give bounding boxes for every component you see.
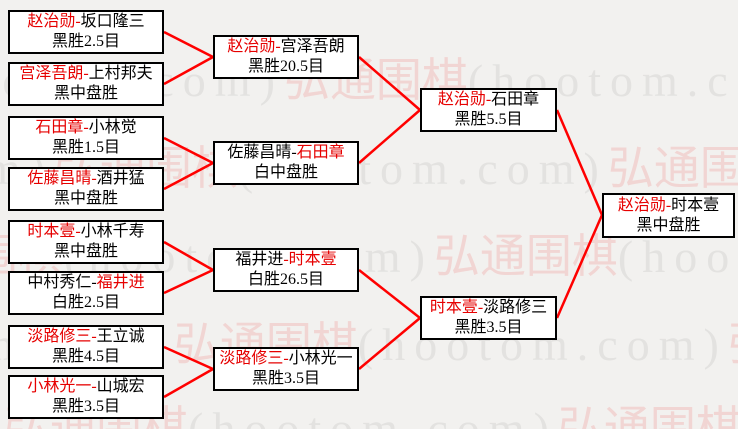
- watermark-text: 弘通围棋: [728, 319, 738, 370]
- player-name: 山城宏: [96, 378, 145, 395]
- match-result: 黑胜4.5目: [51, 348, 120, 365]
- player-name: 佐藤昌晴: [27, 170, 92, 187]
- match-box-r1-4: 佐藤昌晴-酒井猛 黑中盘胜: [8, 167, 164, 211]
- match-box-r2-1: 赵治勋-宫泽吾朗 黑胜20.5目: [213, 35, 359, 79]
- player-name: 赵治勋: [227, 38, 276, 55]
- match-box-r1-6: 中村秀仁-福井进 白胜2.5目: [8, 271, 164, 315]
- player-name: 小林千寿: [80, 223, 145, 240]
- match-players: 淡路修三-王立诚: [27, 327, 144, 347]
- match-result: 黑胜1.5目: [51, 139, 120, 156]
- match-box-r1-2: 宫泽吾朗-上村邦夫 黑中盘胜: [8, 62, 164, 106]
- match-result: 黑胜3.5目: [454, 319, 523, 336]
- player-name: 宫泽吾朗: [280, 38, 345, 55]
- match-players: 时本壹-小林千寿: [27, 222, 144, 242]
- match-players: 赵治勋-坂口隆三: [27, 12, 144, 32]
- match-result: 白胜2.5目: [51, 294, 120, 311]
- player-name: 坂口隆三: [80, 13, 145, 30]
- player-name: 时本壹: [671, 196, 720, 214]
- separator: -: [91, 274, 97, 291]
- match-players: 赵治勋-宫泽吾朗: [227, 37, 344, 57]
- player-name: 佐藤昌晴: [227, 144, 292, 161]
- separator: -: [477, 299, 484, 316]
- separator: -: [283, 251, 289, 268]
- match-result: 黑胜3.5目: [51, 398, 120, 415]
- match-box-final: 赵治勋-时本壹 黑中盘胜: [602, 193, 735, 238]
- match-players: 时本壹-淡路修三: [430, 298, 547, 318]
- match-box-sf-2: 时本壹-淡路修三 黑胜3.5目: [420, 296, 557, 340]
- player-name: 赵治勋: [617, 196, 666, 214]
- match-result: 黑胜3.5目: [251, 370, 320, 387]
- separator: -: [83, 119, 89, 136]
- match-result: 黑胜20.5目: [247, 58, 324, 75]
- separator: -: [91, 378, 97, 395]
- match-box-r1-8: 小林光一-山城宏 黑胜3.5目: [8, 375, 164, 419]
- match-players: 淡路修三-小林光一: [219, 349, 352, 369]
- separator: -: [485, 91, 492, 108]
- separator: -: [275, 38, 281, 55]
- player-name: 淡路修三: [483, 299, 548, 316]
- separator: -: [91, 328, 97, 345]
- match-players: 石田章-小林觉: [35, 118, 136, 138]
- player-name: 赵治勋: [27, 13, 76, 30]
- separator: -: [91, 170, 97, 187]
- match-players: 宫泽吾朗-上村邦夫: [19, 64, 152, 84]
- separator: -: [665, 196, 672, 214]
- match-box-r1-7: 淡路修三-王立诚 黑胜4.5目: [8, 325, 164, 369]
- match-players: 福井进-时本壹: [235, 250, 336, 270]
- player-name: 宫泽吾朗: [19, 65, 84, 82]
- watermark-text: (hootom.com): [617, 231, 738, 282]
- player-name: 酒井猛: [96, 170, 145, 187]
- match-result: 黑胜5.5目: [454, 111, 523, 128]
- separator: -: [283, 350, 289, 367]
- match-box-r1-3: 石田章-小林觉 黑胜1.5目: [8, 116, 164, 160]
- match-result: 黑中盘胜: [53, 85, 118, 102]
- match-players: 小林光一-山城宏: [27, 377, 144, 397]
- match-box-sf-1: 赵治勋-石田章 黑胜5.5目: [420, 88, 557, 132]
- match-result: 黑中盘胜: [53, 190, 118, 207]
- player-name: 淡路修三: [27, 328, 92, 345]
- player-name: 时本壹: [429, 299, 478, 316]
- match-result: 白中盘胜: [253, 164, 318, 181]
- match-players: 中村秀仁-福井进: [27, 273, 144, 293]
- match-players: 赵治勋-时本壹: [618, 196, 719, 216]
- player-name: 石田章: [35, 119, 84, 136]
- match-players: 佐藤昌晴-酒井猛: [27, 169, 144, 189]
- match-box-r2-4: 淡路修三-小林光一 黑胜3.5目: [213, 347, 359, 391]
- match-box-r2-2: 佐藤昌晴-石田章 白中盘胜: [213, 141, 359, 185]
- player-name: 小林光一: [288, 350, 353, 367]
- player-name: 福井进: [235, 251, 284, 268]
- match-result: 黑胜2.5目: [51, 33, 120, 50]
- match-box-r2-3: 福井进-时本壹 白胜26.5目: [213, 248, 359, 292]
- player-name: 淡路修三: [219, 350, 284, 367]
- separator: -: [75, 223, 81, 240]
- player-name: 赵治勋: [437, 91, 486, 108]
- player-name: 时本壹: [27, 223, 76, 240]
- watermark-text: 弘通围棋: [557, 403, 738, 429]
- separator: -: [83, 65, 89, 82]
- match-players: 佐藤昌晴-石田章: [227, 143, 344, 163]
- player-name: 中村秀仁: [27, 274, 92, 291]
- separator: -: [291, 144, 297, 161]
- player-name: 福井进: [96, 274, 145, 291]
- match-result: 白胜26.5目: [247, 271, 324, 288]
- separator: -: [75, 13, 81, 30]
- player-name: 王立诚: [96, 328, 145, 345]
- player-name: 小林觉: [88, 119, 137, 136]
- player-name: 上村邦夫: [88, 65, 153, 82]
- match-box-r1-1: 赵治勋-坂口隆三 黑胜2.5目: [8, 10, 164, 54]
- watermark-text: 弘通围棋: [607, 143, 738, 194]
- match-box-r1-5: 时本壹-小林千寿 黑中盘胜: [8, 220, 164, 264]
- player-name: 小林光一: [27, 378, 92, 395]
- watermark-text: (hootom.com): [188, 403, 558, 429]
- player-name: 时本壹: [288, 251, 337, 268]
- match-result: 黑中盘胜: [53, 243, 118, 260]
- match-result: 黑中盘胜: [636, 216, 701, 234]
- match-players: 赵治勋-石田章: [438, 90, 539, 110]
- player-name: 石田章: [296, 144, 345, 161]
- player-name: 石田章: [491, 91, 540, 108]
- watermark-text: 弘通围棋: [433, 231, 618, 282]
